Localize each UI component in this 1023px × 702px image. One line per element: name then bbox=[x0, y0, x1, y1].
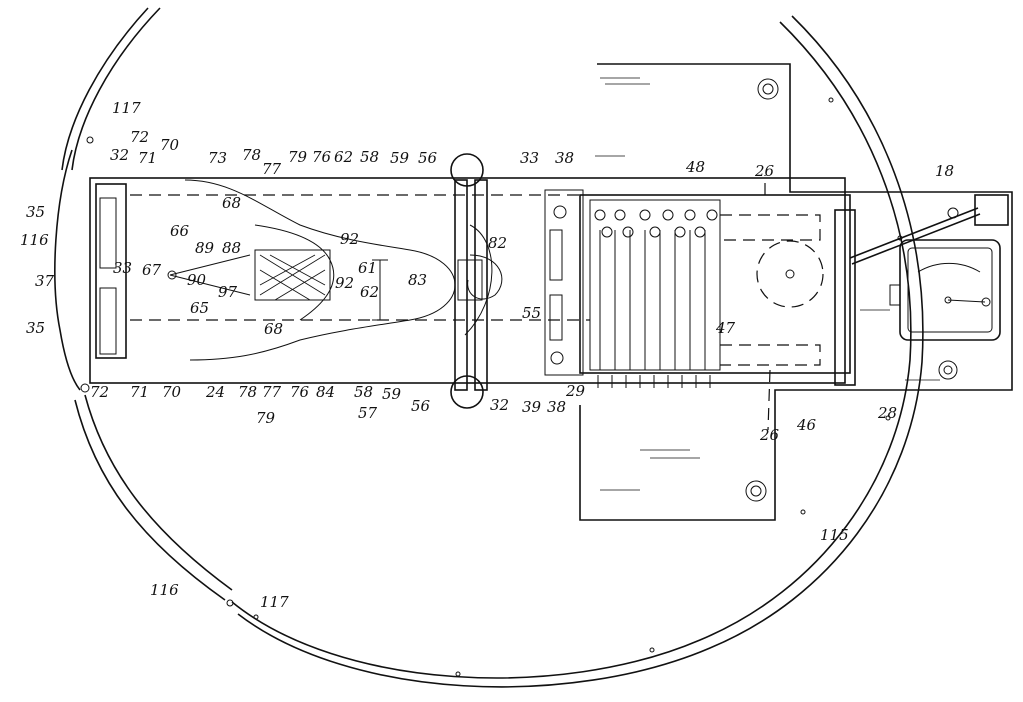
numeral-18: 18 bbox=[935, 162, 954, 180]
numeral-77: 77 bbox=[262, 160, 282, 178]
numeral-72: 72 bbox=[90, 383, 109, 401]
numeral-39: 39 bbox=[522, 398, 542, 416]
numeral-37: 37 bbox=[35, 272, 55, 290]
numeral-68: 68 bbox=[264, 320, 283, 338]
numeral-32: 32 bbox=[110, 146, 129, 164]
numeral-32: 32 bbox=[490, 396, 509, 414]
numeral-79: 79 bbox=[288, 148, 308, 166]
numeral-71: 71 bbox=[138, 149, 157, 167]
numeral-59: 59 bbox=[382, 385, 402, 403]
numeral-67: 67 bbox=[142, 261, 162, 279]
numeral-117: 117 bbox=[260, 593, 289, 611]
numeral-33: 33 bbox=[520, 149, 539, 167]
numeral-73: 73 bbox=[208, 149, 227, 167]
numeral-46: 46 bbox=[796, 416, 817, 434]
numeral-88: 88 bbox=[222, 239, 241, 257]
numeral-58: 58 bbox=[360, 148, 379, 166]
numeral-76: 76 bbox=[312, 148, 332, 166]
numeral-38: 38 bbox=[555, 149, 574, 167]
numeral-33: 33 bbox=[113, 259, 132, 277]
numeral-83: 83 bbox=[408, 271, 427, 289]
numeral-62: 62 bbox=[334, 148, 353, 166]
numeral-61: 61 bbox=[358, 259, 377, 277]
numeral-71: 71 bbox=[130, 383, 149, 401]
numeral-76: 76 bbox=[290, 383, 310, 401]
numeral-77: 77 bbox=[262, 383, 282, 401]
numeral-79: 79 bbox=[256, 409, 276, 427]
numeral-90: 90 bbox=[187, 271, 207, 289]
hoop-assembly bbox=[450, 153, 493, 409]
numeral-55: 55 bbox=[522, 304, 541, 322]
numeral-48: 48 bbox=[685, 158, 705, 176]
numeral-26: 26 bbox=[754, 162, 775, 180]
base-plate bbox=[579, 63, 1013, 521]
numeral-117: 117 bbox=[112, 99, 141, 117]
numeral-65: 65 bbox=[190, 299, 209, 317]
reference-numerals: 117 72 70 32 71 73 78 77 79 76 62 58 59 … bbox=[20, 99, 954, 611]
numeral-62: 62 bbox=[360, 283, 379, 301]
meter-box bbox=[849, 194, 1009, 341]
numeral-29: 29 bbox=[565, 382, 586, 400]
numeral-66: 66 bbox=[170, 222, 190, 240]
numeral-82: 82 bbox=[488, 234, 507, 252]
numeral-89: 89 bbox=[195, 239, 215, 257]
patient-figure bbox=[167, 179, 503, 361]
numeral-59: 59 bbox=[390, 149, 410, 167]
numeral-78: 78 bbox=[242, 146, 261, 164]
numeral-35: 35 bbox=[26, 319, 45, 337]
numeral-38: 38 bbox=[547, 398, 566, 416]
numeral-58: 58 bbox=[354, 383, 373, 401]
numeral-24: 24 bbox=[205, 383, 225, 401]
numeral-26: 26 bbox=[759, 426, 780, 444]
numeral-92: 92 bbox=[335, 274, 354, 292]
numeral-56: 56 bbox=[411, 397, 431, 415]
numeral-72: 72 bbox=[130, 128, 149, 146]
numeral-97: 97 bbox=[218, 283, 238, 301]
numeral-78: 78 bbox=[238, 383, 257, 401]
numeral-47: 47 bbox=[715, 319, 736, 337]
numeral-28: 28 bbox=[877, 404, 897, 422]
circular-track bbox=[54, 7, 924, 688]
numeral-56: 56 bbox=[418, 149, 438, 167]
numeral-68: 68 bbox=[222, 194, 241, 212]
numeral-84: 84 bbox=[316, 383, 335, 401]
numeral-35: 35 bbox=[26, 203, 45, 221]
numeral-115: 115 bbox=[820, 526, 849, 544]
numeral-70: 70 bbox=[162, 383, 182, 401]
numeral-116: 116 bbox=[150, 581, 179, 599]
numeral-70: 70 bbox=[160, 136, 180, 154]
numeral-116: 116 bbox=[20, 231, 49, 249]
numeral-92: 92 bbox=[340, 230, 359, 248]
numeral-57: 57 bbox=[358, 404, 378, 422]
